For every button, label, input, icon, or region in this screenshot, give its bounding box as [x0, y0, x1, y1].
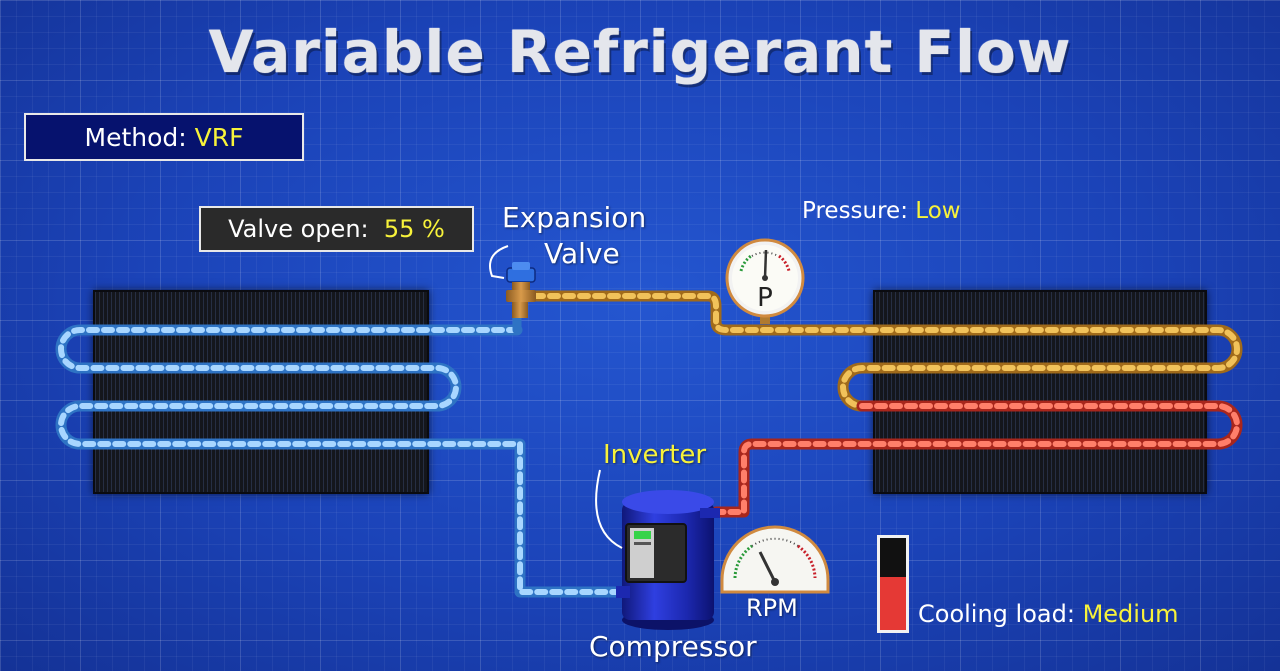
expansion-valve-icon: [489, 245, 536, 318]
valve-open-box: Valve open: 55 %: [199, 206, 474, 252]
pressure-value: Low: [915, 198, 961, 224]
valve-open-label: Valve open:: [228, 215, 369, 243]
pressure-readout: Pressure: Low: [802, 198, 961, 224]
cooling-load-meter: [877, 535, 909, 633]
inverter-label: Inverter: [603, 440, 707, 470]
cooling-load-label: Cooling load:: [918, 600, 1075, 628]
indoor-coil: [93, 290, 429, 494]
suction-line: [529, 290, 1243, 412]
inverter-icon: [595, 469, 687, 583]
cooling-load-value: Medium: [1082, 600, 1179, 628]
expansion-valve-label-line1: Expansion: [502, 201, 647, 234]
cooling-load-fill: [880, 576, 906, 630]
method-value: VRF: [194, 122, 244, 152]
expansion-valve-label-line2: Valve: [544, 237, 620, 270]
rpm-gauge-icon: [720, 525, 830, 594]
outdoor-coil: [873, 290, 1207, 494]
liquid-line: [55, 295, 634, 598]
method-box: Method: VRF: [24, 113, 304, 161]
pressure-gauge-letter: P: [757, 283, 773, 313]
pressure-gauge-icon: P: [725, 238, 805, 324]
diagram-title: Variable Refrigerant Flow: [208, 18, 1072, 86]
hot-gas-line: [710, 400, 1243, 518]
compressor-label: Compressor: [589, 630, 757, 663]
method-label: Method:: [84, 122, 187, 152]
valve-open-value: 55 %: [383, 215, 445, 243]
pressure-label: Pressure:: [802, 198, 908, 224]
cooling-load-readout: Cooling load: Medium: [918, 600, 1179, 628]
rpm-label: RPM: [746, 594, 798, 622]
